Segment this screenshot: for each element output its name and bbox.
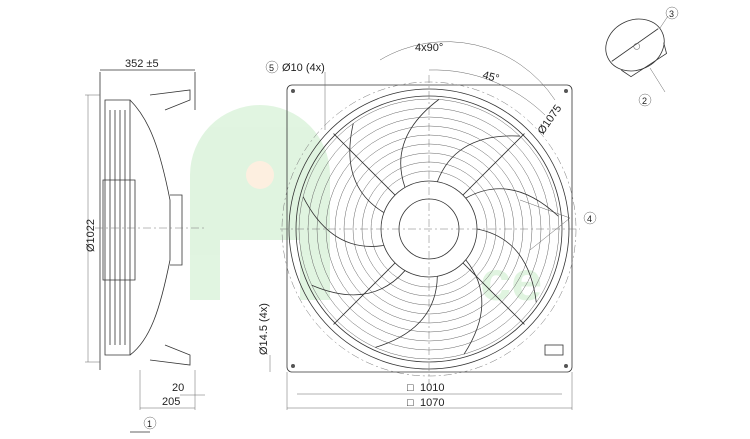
offset-large-label: 205 xyxy=(162,396,180,408)
grille-ring xyxy=(370,170,488,288)
outer-square-label: 1070 xyxy=(420,397,444,409)
grille-ring xyxy=(343,143,515,315)
mount-hole-label: Ø14.5 (4x) xyxy=(258,303,270,355)
fan-blade xyxy=(400,99,440,188)
fan-blade xyxy=(465,188,559,217)
outer-square-symbol: □ xyxy=(407,397,414,409)
depth-dimension-label: 352 ±5 xyxy=(125,58,159,70)
fan-blade xyxy=(436,135,520,182)
angle-label: 45° xyxy=(481,69,500,85)
callout-2: 2 xyxy=(642,96,647,106)
hole-dimension-label: Ø10 (4x) xyxy=(282,62,325,74)
side-view xyxy=(85,69,205,433)
mounting-strut xyxy=(462,262,525,325)
fan-blade xyxy=(349,123,385,213)
hole-callout-5: 5 xyxy=(269,63,274,73)
grille-ring xyxy=(352,152,506,306)
grille-ring xyxy=(361,161,497,297)
mounting-strut xyxy=(333,262,396,325)
fan-blade xyxy=(375,276,438,348)
callout-3: 3 xyxy=(669,9,674,19)
bolt-circle-label: Ø1075 xyxy=(536,103,565,137)
grille-ring xyxy=(325,125,533,333)
terminal-box-detail xyxy=(605,18,667,78)
callout-1: 1 xyxy=(147,419,152,429)
mounting-strut xyxy=(333,133,396,196)
front-view xyxy=(265,41,597,410)
fan-blade xyxy=(476,228,537,303)
mounting-strut xyxy=(462,133,525,196)
diameter-dimension-label: Ø1022 xyxy=(85,219,97,252)
grille-ring xyxy=(334,134,524,324)
fan-blade xyxy=(463,259,483,355)
fan-blade xyxy=(302,196,384,247)
grille-ring xyxy=(316,116,542,342)
inner-square-symbol: □ xyxy=(407,382,414,394)
callout-4: 4 xyxy=(587,214,592,224)
grille-ring xyxy=(298,98,560,360)
offset-small-label: 20 xyxy=(172,382,184,394)
angle-total-label: 4x90° xyxy=(415,42,443,54)
inner-square-label: 1010 xyxy=(420,382,444,394)
